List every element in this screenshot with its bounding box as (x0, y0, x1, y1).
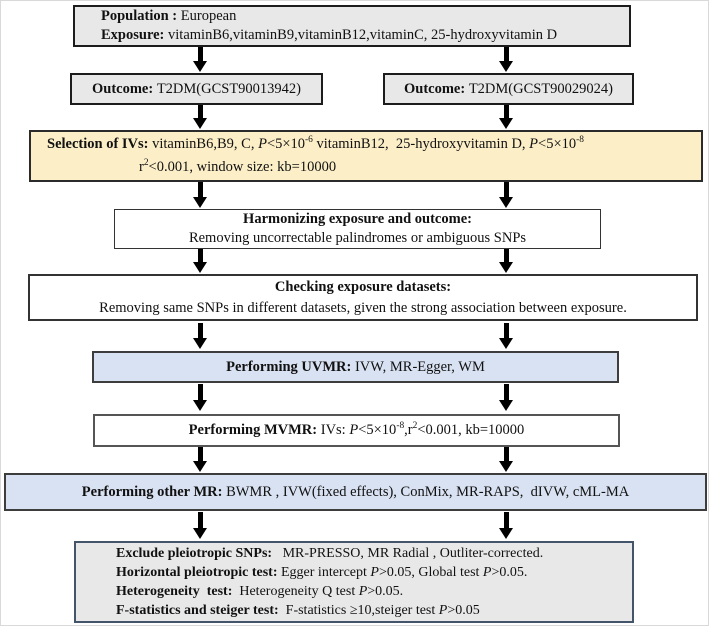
flow-arrow-down (193, 105, 207, 129)
exposure-line: Exposure: vitaminB6,vitaminB9,vitaminB12… (101, 27, 558, 43)
flow-arrow-down (193, 447, 207, 472)
performing-other-mr-box: Performing other MR: BWMR , IVW(fixed ef… (4, 473, 707, 511)
exclude-pleiotropic-line: Exclude pleiotropic SNPs: MR-PRESSO, MR … (116, 546, 544, 561)
checking-detail-line: Removing same SNPs in different datasets… (99, 299, 627, 316)
population-line: Population : European (101, 8, 237, 24)
checking-title-line: Checking exposure datasets: (274, 278, 452, 295)
flow-arrow-down (499, 323, 513, 349)
flow-arrow-down (193, 384, 207, 411)
outcome-left-line: Outcome: T2DM(GCST90013942) (91, 80, 302, 97)
flow-arrow-down (499, 512, 513, 539)
flow-arrow-down (499, 384, 513, 411)
flow-arrow-down (193, 512, 207, 539)
flow-arrow-down (193, 249, 207, 273)
harmonizing-title-line: Harmonizing exposure and outcome: (243, 211, 472, 227)
flow-arrow-down (499, 47, 513, 72)
horizontal-pleiotropy-line: Horizontal pleiotropic test: Egger inter… (116, 565, 528, 580)
flow-arrow-down (499, 249, 513, 273)
harmonizing-box: Harmonizing exposure and outcome: Removi… (114, 209, 601, 249)
performing-uvmr-box: Performing UVMR: IVW, MR-Egger, WM (92, 351, 619, 383)
sensitivity-tests-box: Exclude pleiotropic SNPs: MR-PRESSO, MR … (74, 541, 634, 623)
harmonizing-detail-line: Removing uncorrectable palindromes or am… (188, 230, 527, 246)
mvmr-line: Performing MVMR: IVs: P<5×10-8,r2<0.001,… (188, 421, 525, 438)
flow-arrow-down (499, 447, 513, 472)
selection-line-2: r2<0.001, window size: kb=10000 (139, 158, 337, 175)
checking-datasets-box: Checking exposure datasets: Removing sam… (28, 274, 698, 321)
outcome-box-gcst90029024: Outcome: T2DM(GCST90029024) (383, 73, 634, 105)
flow-arrow-down (499, 182, 513, 208)
uvmr-line: Performing UVMR: IVW, MR-Egger, WM (226, 358, 485, 375)
population-exposure-box: Population : European Exposure: vitaminB… (73, 5, 631, 47)
outcome-box-gcst90013942: Outcome: T2DM(GCST90013942) (70, 73, 323, 105)
f-statistics-line: F-statistics and steiger test: F-statist… (116, 603, 480, 618)
outcome-right-line: Outcome: T2DM(GCST90029024) (403, 80, 614, 97)
heterogeneity-line: Heterogeneity test: Heterogeneity Q test… (116, 584, 404, 599)
flow-arrow-down (193, 47, 207, 72)
flow-arrow-down (193, 323, 207, 349)
performing-mvmr-box: Performing MVMR: IVs: P<5×10-8,r2<0.001,… (93, 414, 620, 447)
other-mr-line: Performing other MR: BWMR , IVW(fixed ef… (81, 483, 630, 500)
selection-line-1: Selection of IVs: vitaminB6,B9, C, P<5×1… (47, 135, 584, 152)
flow-arrow-down (193, 182, 207, 208)
flow-arrow-down (499, 105, 513, 129)
selection-of-ivs-box: Selection of IVs: vitaminB6,B9, C, P<5×1… (29, 130, 703, 182)
